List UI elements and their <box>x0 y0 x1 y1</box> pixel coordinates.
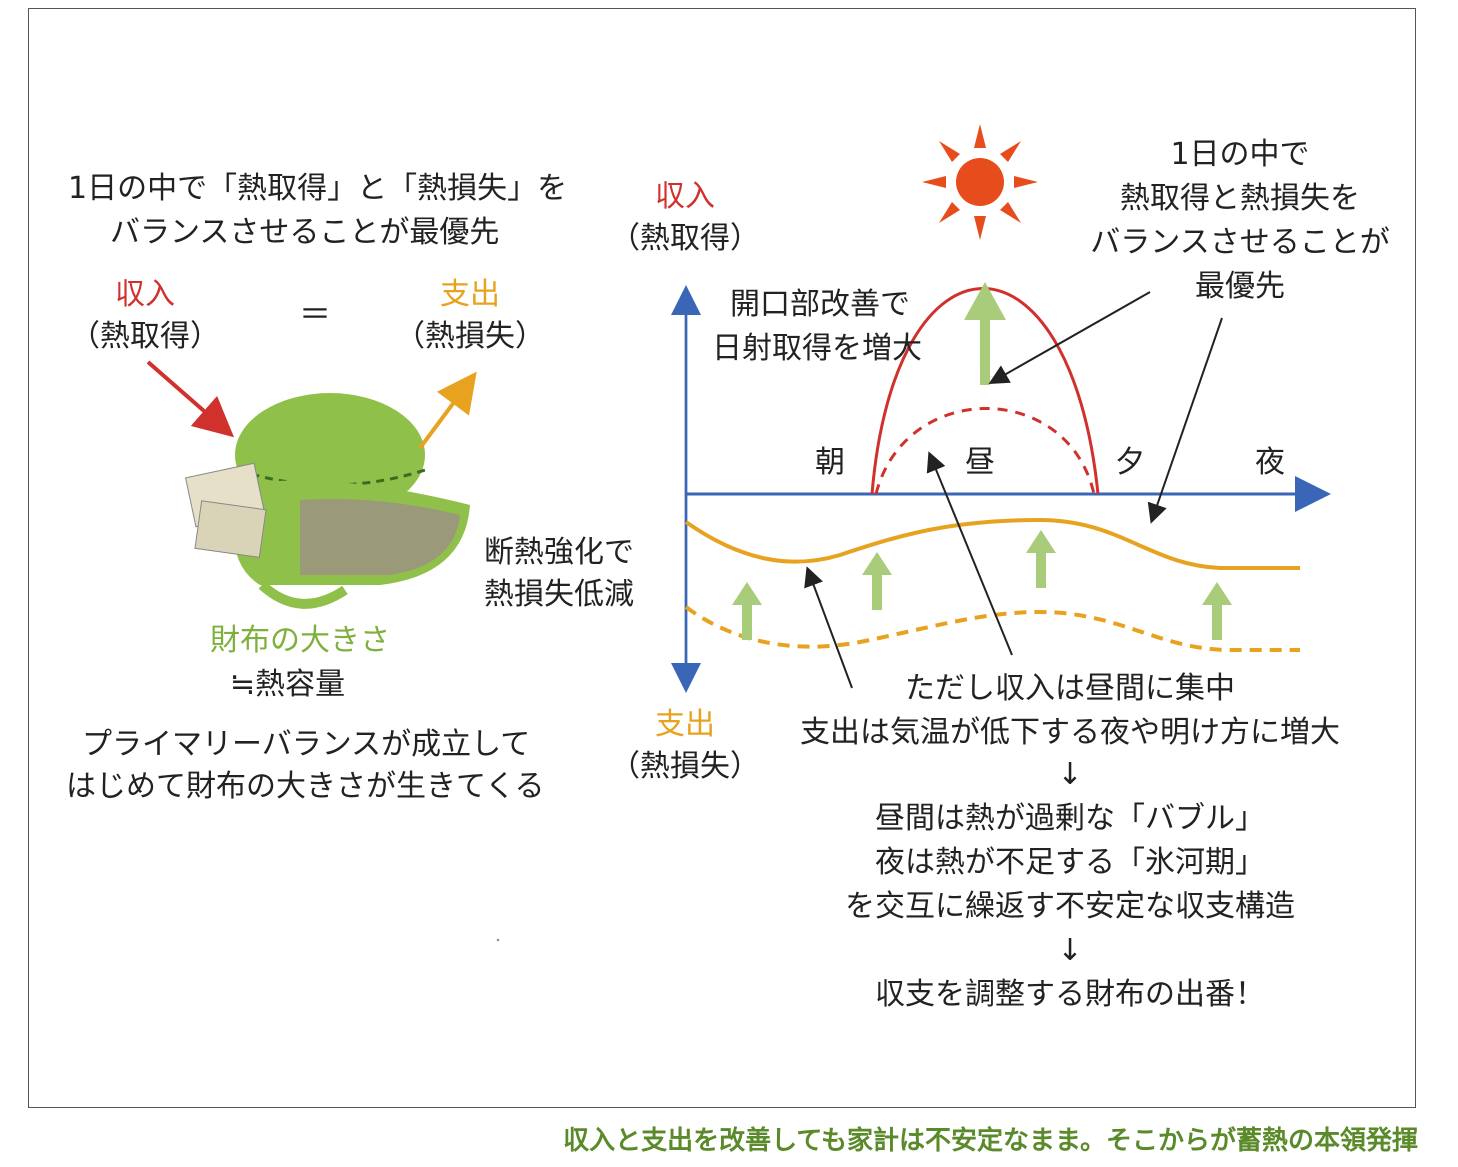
insulation-note-line1: 断熱強化で <box>484 535 634 570</box>
loss-up-arrow-2 <box>862 552 892 610</box>
priority-note-line3: バランスさせることが <box>1090 225 1390 260</box>
insulation-note-line2: 熱損失低減 <box>484 577 634 612</box>
income-sub: （熱取得） <box>70 319 220 354</box>
expense-curve-original <box>684 605 1300 652</box>
sun-icon <box>922 124 1038 240</box>
y-bottom-label: 支出 <box>655 707 715 742</box>
balance-line2: はじめて財布の大きさが生きてくる <box>66 769 545 804</box>
loss-up-arrow-4 <box>1202 582 1232 640</box>
y-bottom-sub: （熱損失） <box>610 749 760 784</box>
income-arrow <box>146 360 235 438</box>
expense-curve-improved <box>684 517 1300 570</box>
money-bills-2 <box>194 500 267 558</box>
wallet-clasp <box>258 581 348 609</box>
loss-up-arrow-1 <box>732 582 762 640</box>
time-label-morning: 朝 <box>815 445 845 480</box>
income-up-arrow <box>964 282 1006 385</box>
pointer-priority-to-axis <box>1147 317 1223 524</box>
left-title-line2: バランスさせることが最優先 <box>110 215 500 250</box>
bubble-line1: 昼間は熱が過剰な「バブル」 <box>875 801 1265 836</box>
expense-sub: （熱損失） <box>395 319 545 354</box>
priority-note-line1: 1日の中で <box>1170 137 1310 172</box>
figure-frame <box>28 8 1416 1108</box>
down-arrow-1: ↓ <box>1057 757 1083 792</box>
pointer-priority-to-peak <box>988 291 1151 384</box>
heat-capacity-label: ≒熱容量 <box>230 667 346 702</box>
pointer-note-to-morning <box>804 566 853 689</box>
priority-note-line2: 熱取得と熱損失を <box>1120 181 1360 216</box>
bubble-line2: 夜は熱が不足する「氷河期」 <box>875 845 1265 880</box>
note-line2: 支出は気温が低下する夜や明け方に増大 <box>800 715 1340 750</box>
y-top-sub: （熱取得） <box>610 221 760 256</box>
loss-up-arrow-3 <box>1026 530 1056 588</box>
conclusion-line: 収支を調整する財布の出番！ <box>875 977 1265 1012</box>
pointer-note-to-midday <box>926 451 1013 656</box>
income-curve-original <box>874 407 1096 495</box>
improvement-arrows <box>732 282 1232 640</box>
wallet-size-label: 財布の大きさ <box>210 623 390 658</box>
priority-note-line4: 最優先 <box>1195 269 1285 304</box>
y-top-label: 収入 <box>655 179 715 214</box>
opening-note-line1: 開口部改善で <box>730 287 910 322</box>
figure-caption: 収入と支出を改善しても家計は不安定なまま。そこからが蓄熱の本領発揮 <box>563 1126 1418 1156</box>
down-arrow-2: ↓ <box>1057 933 1083 968</box>
expense-arrow <box>418 371 477 450</box>
income-label: 収入 <box>115 277 175 312</box>
time-label-night: 夜 <box>1255 445 1285 480</box>
wallet-coins <box>300 499 460 575</box>
wallet-illustration <box>184 393 470 609</box>
time-label-evening: 夕 <box>1115 445 1145 480</box>
opening-note-line2: 日射取得を増大 <box>712 331 922 366</box>
time-label-noon: 昼 <box>965 445 995 480</box>
balance-line1: プライマリーバランスが成立して <box>82 727 531 762</box>
bubble-line3: を交互に繰返す不安定な収支構造 <box>845 889 1295 924</box>
left-title-line1: 1日の中で「熱取得」と「熱損失」を <box>68 171 568 206</box>
expense-label: 支出 <box>440 277 500 312</box>
note-line1: ただし収入は昼間に集中 <box>905 671 1235 706</box>
equals-sign: ＝ <box>298 295 331 333</box>
